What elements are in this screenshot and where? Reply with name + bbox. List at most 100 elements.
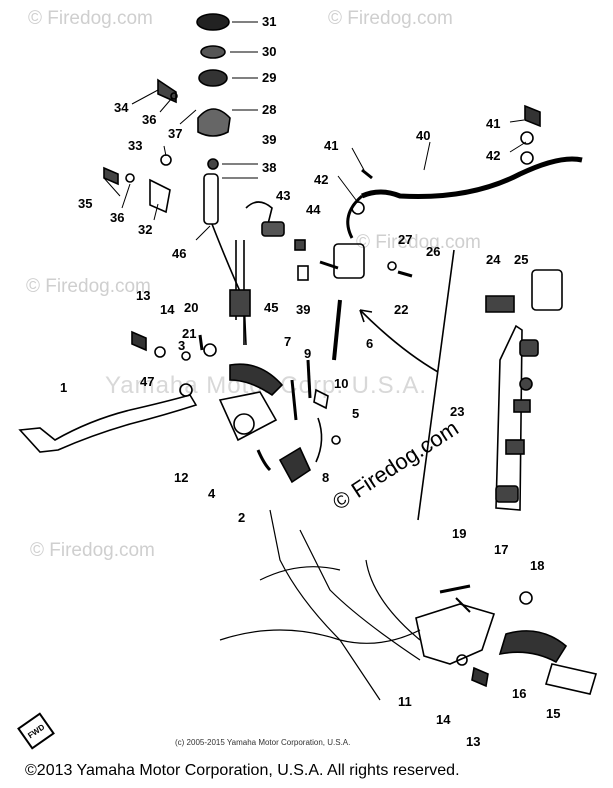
callout-11: 11 bbox=[398, 694, 412, 709]
leaders-top bbox=[222, 21, 258, 179]
washer-27 bbox=[387, 261, 397, 271]
callout-13a: 13 bbox=[136, 288, 151, 303]
footpeg-16 bbox=[498, 630, 568, 664]
diaphragm bbox=[198, 69, 228, 87]
callout-42b: 42 bbox=[486, 148, 501, 163]
spring-4 bbox=[256, 449, 272, 472]
brake-hose-40 bbox=[360, 156, 583, 199]
washer-14b bbox=[456, 654, 468, 666]
callout-7: 7 bbox=[284, 334, 292, 349]
banjo-bolt bbox=[319, 260, 339, 270]
footrest-bracket-11 bbox=[415, 603, 496, 665]
switch-43 bbox=[261, 221, 285, 237]
callout-16: 16 bbox=[512, 686, 527, 701]
bolt-13a bbox=[131, 330, 147, 352]
callout-27: 27 bbox=[398, 232, 413, 247]
callout-3: 3 bbox=[178, 338, 186, 353]
bolt-13b bbox=[471, 666, 489, 688]
callout-21: 21 bbox=[182, 326, 197, 341]
callout-32: 32 bbox=[138, 222, 153, 237]
callout-9: 9 bbox=[304, 346, 312, 361]
callout-43: 43 bbox=[276, 188, 291, 203]
callout-44: 44 bbox=[306, 202, 321, 217]
connector-45 bbox=[229, 289, 251, 317]
callout-39b: 39 bbox=[296, 302, 311, 317]
callout-20: 20 bbox=[184, 300, 199, 315]
callout-39a: 39 bbox=[262, 132, 277, 147]
washer-33 bbox=[160, 154, 172, 166]
callout-19: 19 bbox=[452, 526, 467, 541]
callout-1: 1 bbox=[60, 380, 68, 395]
callout-34: 34 bbox=[114, 100, 129, 115]
callout-38: 38 bbox=[262, 160, 277, 175]
hose-end bbox=[346, 194, 364, 239]
callout-31: 31 bbox=[262, 14, 277, 29]
bolt-41 bbox=[361, 168, 373, 180]
arrow-to-22 bbox=[359, 309, 439, 373]
washer-18 bbox=[519, 591, 533, 605]
washer-42c bbox=[520, 151, 534, 165]
watermark-left-middle: © Firedog.com bbox=[26, 276, 151, 297]
boot-24 bbox=[485, 295, 515, 313]
callout-42a: 42 bbox=[314, 172, 329, 187]
kit-part-2 bbox=[519, 377, 533, 391]
bolt-35 bbox=[103, 166, 119, 186]
kit-part-5 bbox=[495, 485, 519, 503]
shaft-7 bbox=[290, 379, 298, 421]
callout-6: 6 bbox=[366, 336, 374, 351]
cap-plate bbox=[200, 45, 226, 59]
nut-44 bbox=[294, 239, 306, 251]
callout-45: 45 bbox=[264, 300, 279, 315]
hose-clip bbox=[207, 158, 219, 170]
spacer-39 bbox=[297, 265, 309, 281]
frame-tube-2 bbox=[219, 566, 421, 644]
watermark-top-left: © Firedog.com bbox=[28, 8, 153, 29]
kit-part-4 bbox=[505, 439, 525, 455]
callout-13b: 13 bbox=[466, 734, 481, 749]
callout-36b: 36 bbox=[110, 210, 125, 225]
callout-22: 22 bbox=[394, 302, 409, 317]
brake-pedal-1 bbox=[18, 394, 198, 453]
washer-47 bbox=[179, 383, 193, 397]
callout-8: 8 bbox=[322, 470, 330, 485]
callout-17: 17 bbox=[494, 542, 509, 557]
nut-3 bbox=[181, 351, 191, 361]
divider-line bbox=[417, 249, 455, 521]
bolt-20 bbox=[198, 334, 204, 351]
washer-42b bbox=[520, 131, 534, 145]
bolt-41b bbox=[524, 104, 541, 128]
callout-29: 29 bbox=[262, 70, 277, 85]
callout-4: 4 bbox=[208, 486, 216, 501]
reservoir-cap bbox=[196, 13, 230, 31]
bolt-26 bbox=[397, 270, 413, 278]
leaders-left bbox=[103, 89, 211, 241]
union-block-22 bbox=[333, 243, 365, 279]
callout-33: 33 bbox=[128, 138, 143, 153]
pin-19 bbox=[439, 584, 471, 594]
callout-36a: 36 bbox=[142, 112, 157, 127]
hose-to-pump bbox=[211, 223, 247, 346]
wire-loop bbox=[245, 201, 273, 225]
footrest-rubber bbox=[229, 363, 284, 397]
callout-30: 30 bbox=[262, 44, 277, 59]
washer-14a bbox=[154, 346, 166, 358]
clip-10 bbox=[313, 388, 329, 410]
diagram-credit: (c) 2005-2015 Yamaha Motor Corporation, … bbox=[175, 738, 351, 747]
washer-36b bbox=[125, 173, 135, 183]
pivot-boss bbox=[233, 413, 255, 435]
callout-12: 12 bbox=[174, 470, 189, 485]
footpeg-rubber-15 bbox=[544, 663, 598, 695]
reservoir-hose bbox=[203, 173, 219, 225]
nut-21 bbox=[203, 343, 217, 357]
callout-26: 26 bbox=[426, 244, 441, 259]
callout-37: 37 bbox=[168, 126, 183, 141]
callout-47: 47 bbox=[140, 374, 155, 389]
watermark-left-lower: © Firedog.com bbox=[30, 540, 155, 561]
kit-part-1 bbox=[519, 339, 539, 357]
copyright-notice: ©2013 Yamaha Motor Corporation, U.S.A. A… bbox=[25, 762, 460, 779]
washer-8 bbox=[331, 435, 341, 445]
callout-18: 18 bbox=[530, 558, 545, 573]
kit-outline-23 bbox=[495, 324, 523, 511]
